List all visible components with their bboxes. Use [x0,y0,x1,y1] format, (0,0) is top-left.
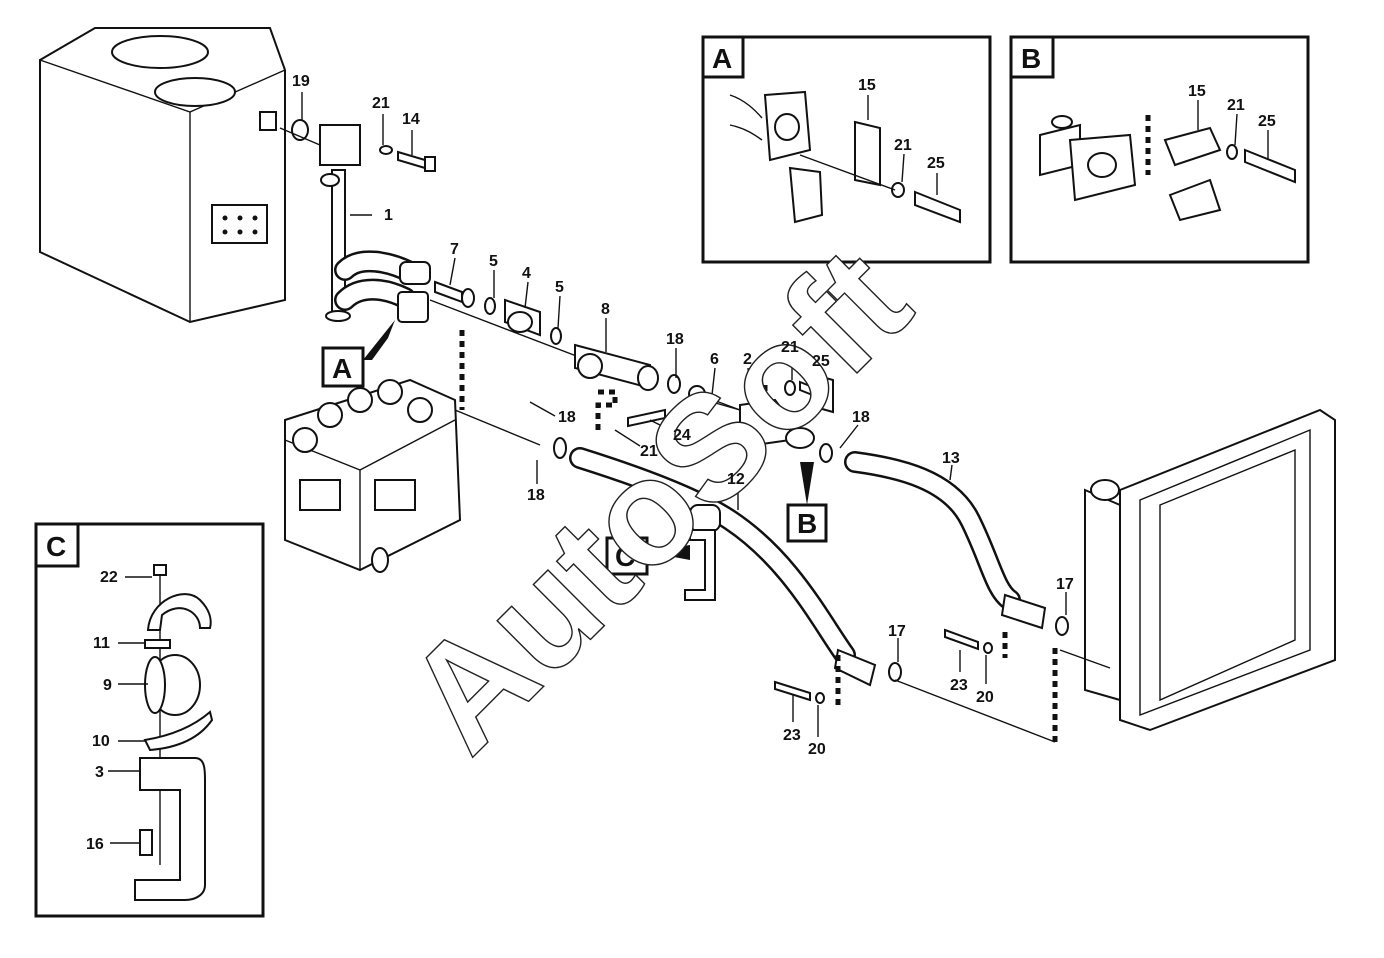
inset-c-callout-3: 3 [95,764,104,781]
leader-lines [301,92,1067,737]
callout-20: 20 [976,689,994,706]
inset-b: B [1009,35,1310,264]
callout-6: 6 [710,351,719,368]
hose-13 [819,443,1069,636]
inset-c-callout-10: 10 [92,733,110,750]
section-marker-a: A [321,320,395,388]
callout-18-mid: 18 [558,409,576,426]
callout-1: 1 [384,207,393,224]
inset-b-callout-25: 25 [1258,113,1276,130]
marker-b-label: B [797,508,817,539]
callout-17: 17 [888,623,906,640]
callout-21-right: 21 [781,339,799,356]
marker-c-label: C [615,541,635,572]
callouts-main: 19 21 14 1 7 5 4 5 8 18 6 2 21 25 18 18 … [292,73,1074,758]
hose-12 [454,409,902,687]
callout-24: 24 [673,427,691,444]
inset-c: C [34,522,265,918]
inset-b-callout-21: 21 [1227,97,1245,114]
callout-18-top: 18 [666,331,684,348]
tank-outlet-pipe [279,119,436,322]
inset-a-callout-15: 15 [858,77,876,94]
callout-19: 19 [292,73,310,90]
callout-17-right: 17 [1056,576,1074,593]
callout-23-low: 23 [783,727,801,744]
section-marker-b: B [786,462,828,543]
callout-18-low: 18 [527,487,545,504]
inset-b-callout-15: 15 [1188,83,1206,100]
callout-12: 12 [727,471,745,488]
inset-a: A [701,35,992,264]
callout-7: 7 [450,241,459,258]
inline-fittings [429,280,741,411]
callouts-inset-c: 22 11 9 10 3 16 [86,569,118,853]
control-valve [284,378,462,573]
oil-cooler [1084,408,1336,732]
callout-13: 13 [942,450,960,467]
inset-c-callout-22: 22 [100,569,118,586]
inset-c-callout-9: 9 [103,677,112,694]
callout-14: 14 [402,111,420,128]
callout-25: 25 [812,353,830,370]
callout-5: 5 [489,253,498,270]
mounting-bolts [627,373,993,704]
inset-c-callout-16: 16 [86,836,104,853]
hose-bracket [684,529,716,601]
suction-hoses [334,250,431,323]
callout-5-second: 5 [555,279,564,296]
callout-21-mid: 21 [640,443,658,460]
inset-a-callout-21: 21 [894,137,912,154]
callout-8: 8 [601,301,610,318]
callout-20-low: 20 [808,741,826,758]
inset-c-callout-11: 11 [93,635,110,652]
callout-18-right: 18 [852,409,870,426]
callout-2: 2 [743,351,752,368]
callout-21: 21 [372,95,390,112]
callout-4: 4 [522,265,531,282]
section-marker-c: C [605,536,690,576]
hydraulic-tank [39,27,286,324]
marker-a-label: A [332,353,352,384]
dashed-connectors [459,330,1111,743]
inset-c-title: C [46,531,66,562]
callout-23: 23 [950,677,968,694]
inset-a-title: A [712,43,732,74]
callouts-inset-a: 15 21 25 [858,77,945,172]
callouts-inset-b: 15 21 25 [1188,83,1276,130]
inset-a-callout-25: 25 [927,155,945,172]
inset-b-title: B [1021,43,1041,74]
